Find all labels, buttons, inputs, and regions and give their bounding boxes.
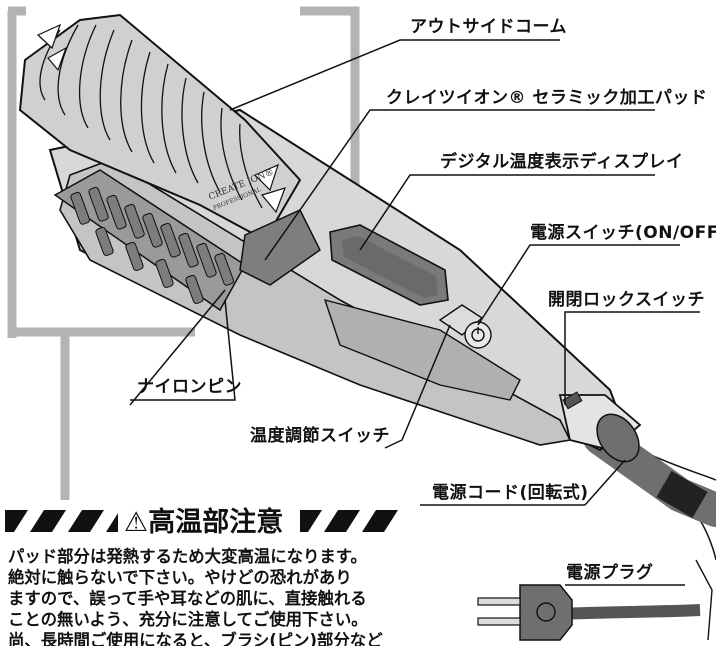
- frame-lines: [7, 6, 360, 500]
- switches-drawing: [438, 304, 583, 410]
- label-temp-display: デジタル温度表示ディスプレイ: [440, 152, 684, 172]
- label-ceramic-pad: クレイツイオン® セラミック加工パッド: [386, 88, 708, 108]
- label-power-plug: 電源プラグ: [566, 563, 654, 583]
- warning-line: 尚、長時間ご使用になると、ブラシ(ピン)部分など: [8, 631, 383, 646]
- warning-line: パッド部分は発熱するため大変高温になります。: [8, 547, 367, 566]
- ceramic-pad-drawing: [239, 209, 321, 286]
- nylon-pin-drawing: [53, 169, 246, 312]
- outside-comb-drawing: [18, 13, 302, 242]
- label-power-switch: 電源スイッチ(ON/OFF): [530, 223, 716, 243]
- leader-lines: [129, 39, 700, 586]
- warning-line: ことの無いよう、充分に注意してご使用下さい。: [8, 610, 368, 629]
- warning-line: ますので、誤って手や耳などの肌に、直接触れる: [8, 589, 367, 608]
- label-nylon-pin: ナイロンピン: [137, 377, 242, 397]
- warning-title: ⚠高温部注意: [118, 506, 290, 540]
- warning-text: パッド部分は発熱するため大変高温になります。 絶対に触らないで下さい。やけどの恐…: [8, 546, 400, 646]
- warning-line: 絶対に触らないで下さい。やけどの恐れがあり: [8, 568, 352, 587]
- label-lock-switch: 開閉ロックスイッチ: [548, 290, 705, 310]
- power-plug-drawing: [477, 559, 713, 641]
- display-drawing: [329, 224, 449, 306]
- label-power-cord: 電源コード(回転式): [432, 483, 589, 503]
- label-outside-comb: アウトサイドコーム: [410, 17, 567, 37]
- warning-stripes: [5, 510, 400, 532]
- label-temp-switch: 温度調節スイッチ: [250, 426, 390, 446]
